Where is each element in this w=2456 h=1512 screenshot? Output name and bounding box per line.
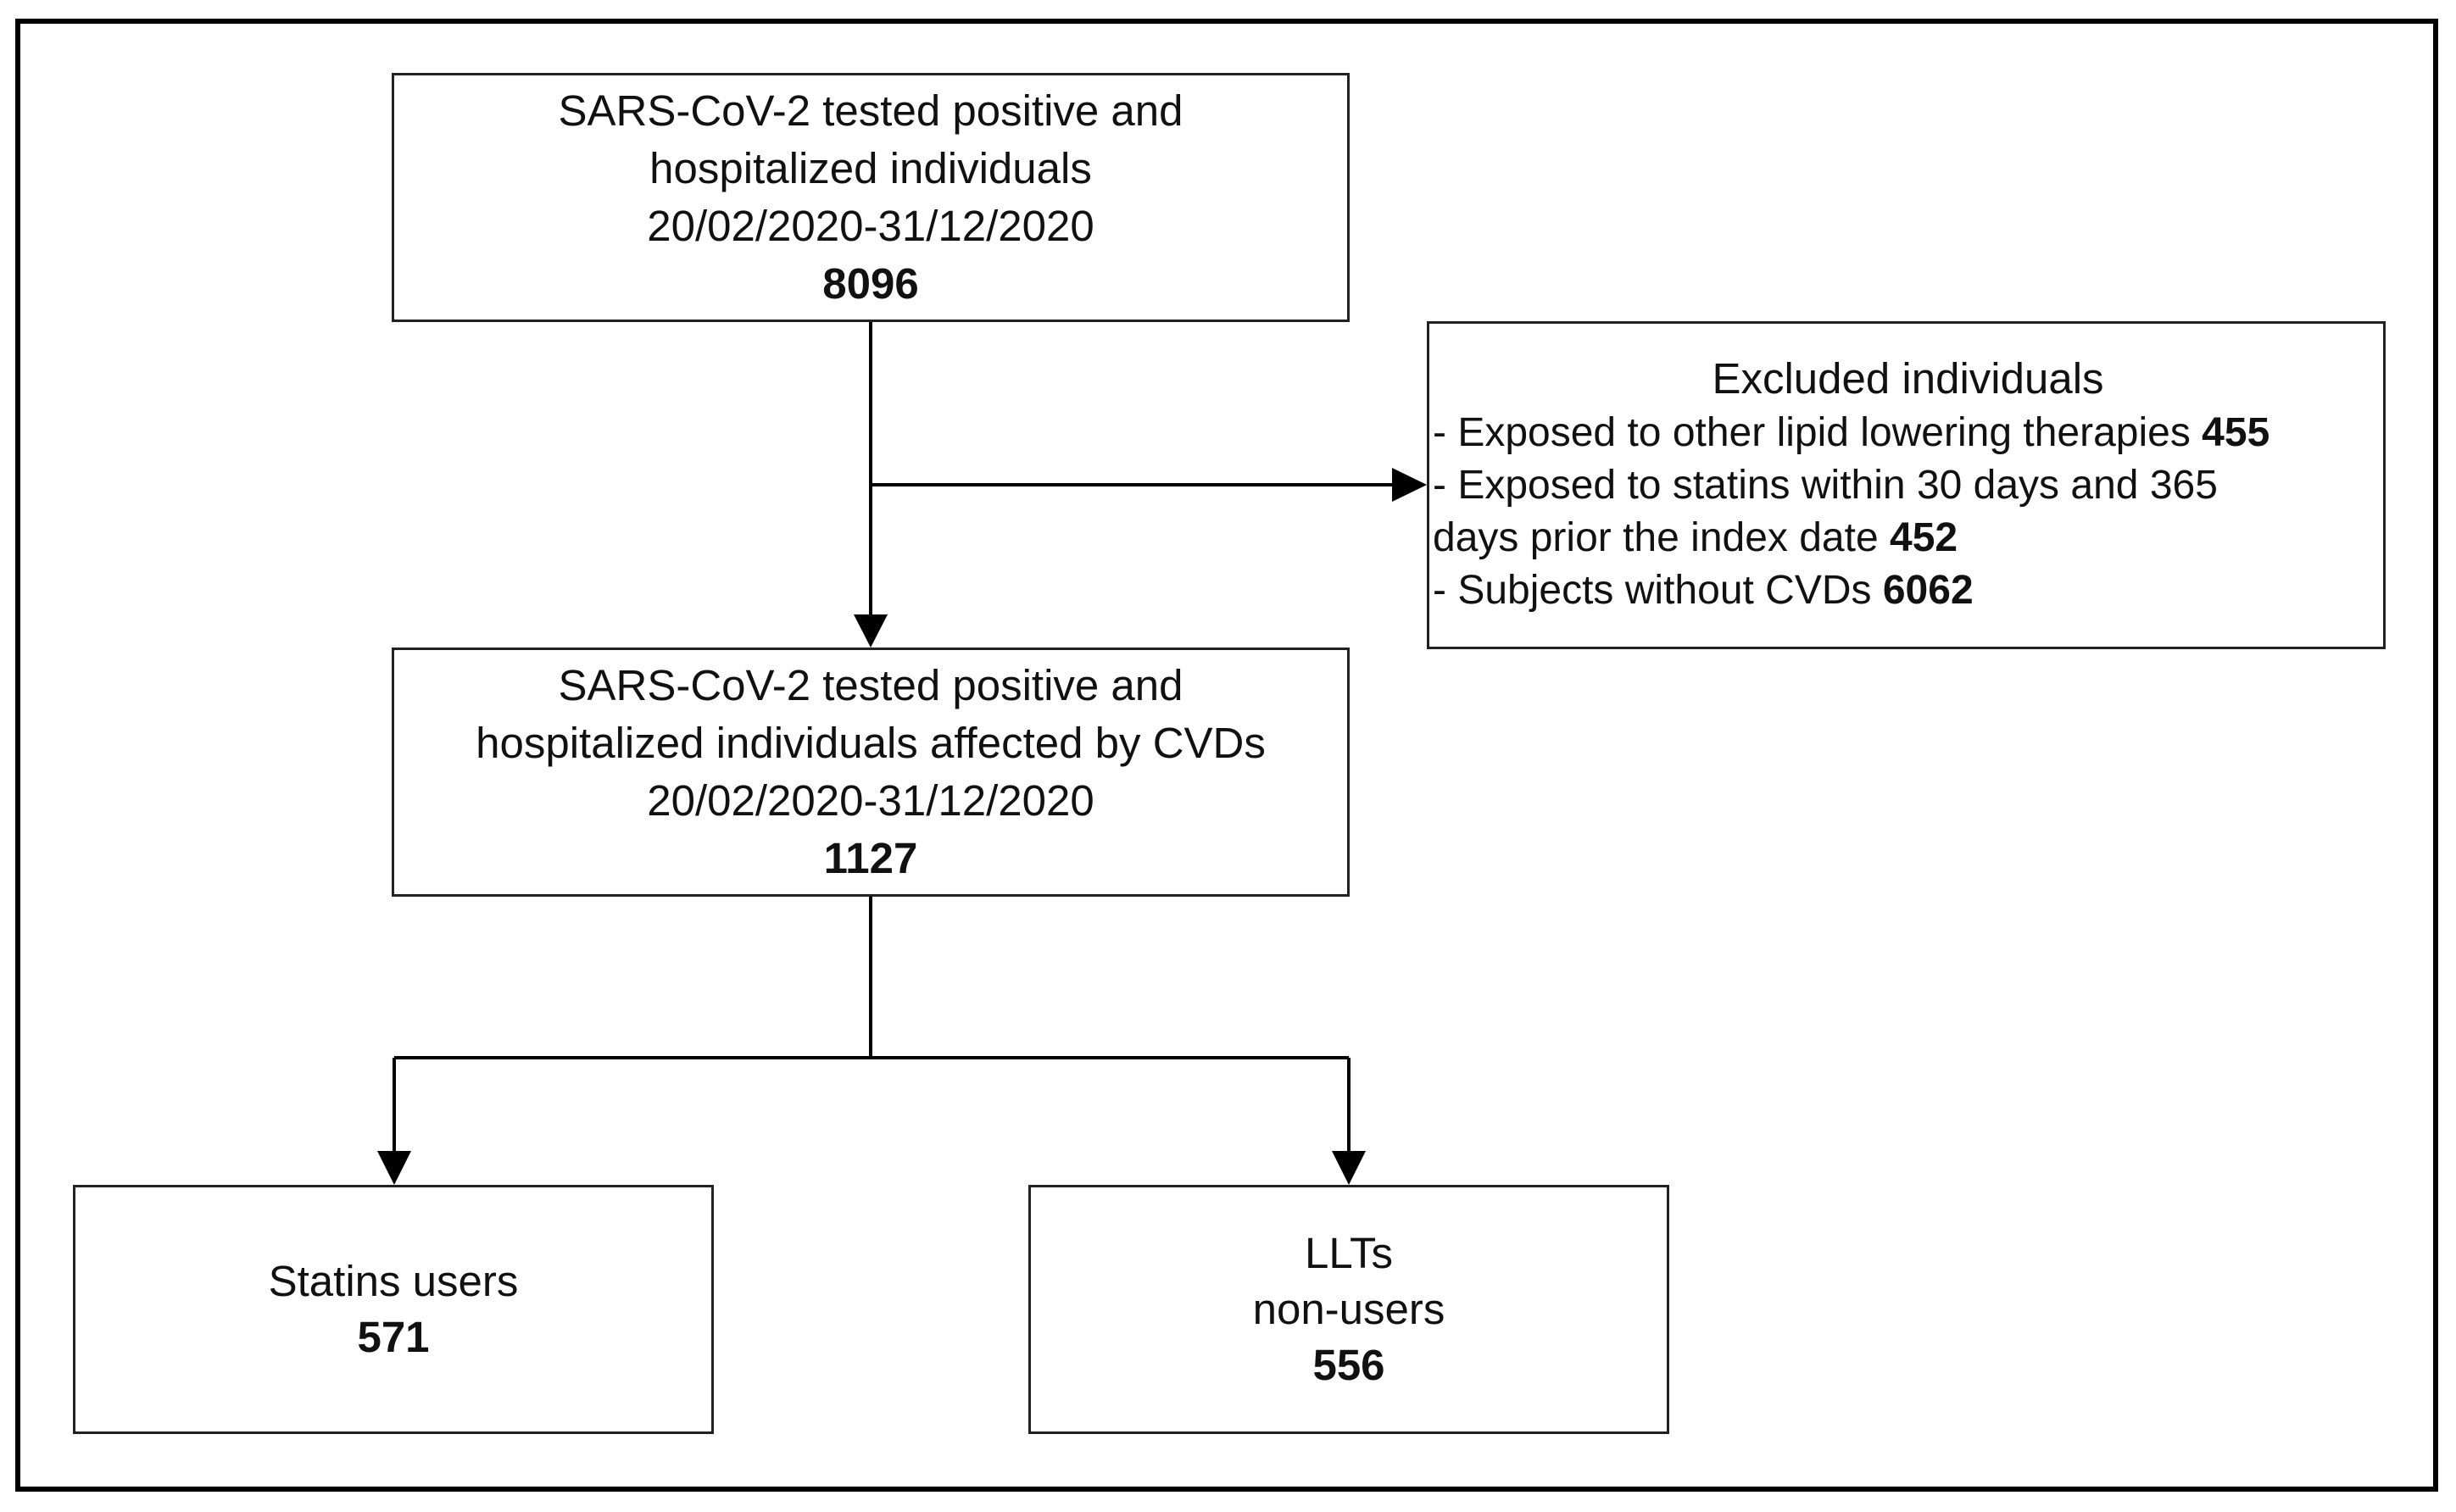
top-box-line3: 20/02/2020-31/12/2020: [647, 202, 1094, 250]
excluded-item1-count: 455: [2202, 410, 2270, 455]
top-box-line2: hospitalized individuals: [649, 144, 1092, 192]
arrowhead-to-llts: [1332, 1151, 1366, 1185]
llts-box-count: 556: [1312, 1341, 1385, 1389]
statins-box-label: Statins users: [268, 1257, 519, 1305]
top-box-line1: SARS-CoV-2 tested positive and: [558, 86, 1183, 135]
statins-box-count: 571: [357, 1313, 430, 1361]
excluded-title: Excluded individuals: [1712, 354, 2104, 403]
excluded-item2-count: 452: [1890, 515, 1958, 560]
excluded-item2-text-b: days prior the index date: [1433, 515, 1890, 560]
box-statins-users: Statins users 571: [73, 1185, 714, 1434]
outer-frame: [15, 19, 2438, 1492]
box-tested-positive-hospitalized: SARS-CoV-2 tested positive and hospitali…: [392, 73, 1350, 322]
mid-box-count: 1127: [823, 834, 918, 882]
box-llts-non-users: LLTs non-users 556: [1028, 1185, 1669, 1434]
mid-box-line3: 20/02/2020-31/12/2020: [647, 776, 1094, 825]
arrowhead-to-statins: [377, 1151, 411, 1185]
mid-box-line2: hospitalized individuals affected by CVD…: [476, 719, 1266, 767]
arrowhead-to-mid: [854, 614, 888, 648]
llts-box-line2: non-users: [1252, 1285, 1445, 1333]
box-excluded-individuals: Excluded individuals - Exposed to other …: [1427, 321, 2386, 649]
excluded-item-statins-prior-a: - Exposed to statins within 30 days and …: [1433, 459, 2383, 512]
llts-box-line1: LLTs: [1305, 1229, 1393, 1277]
excluded-item-other-llt: - Exposed to other lipid lowering therap…: [1433, 407, 2383, 459]
box-affected-by-cvds: SARS-CoV-2 tested positive and hospitali…: [392, 648, 1350, 897]
excluded-item2-text-a: - Exposed to statins within 30 days and …: [1433, 463, 2218, 508]
excluded-item1-text: - Exposed to other lipid lowering therap…: [1433, 410, 2203, 455]
excluded-item-without-cvds: - Subjects without CVDs 6062: [1433, 564, 2383, 617]
mid-box-line1: SARS-CoV-2 tested positive and: [558, 661, 1183, 709]
excluded-item3-text: - Subjects without CVDs: [1433, 568, 1883, 613]
excluded-item3-count: 6062: [1882, 568, 1974, 613]
excluded-item-statins-prior-b: days prior the index date 452: [1433, 512, 2383, 564]
arrowhead-to-excluded: [1392, 468, 1427, 502]
top-box-count: 8096: [822, 259, 919, 308]
